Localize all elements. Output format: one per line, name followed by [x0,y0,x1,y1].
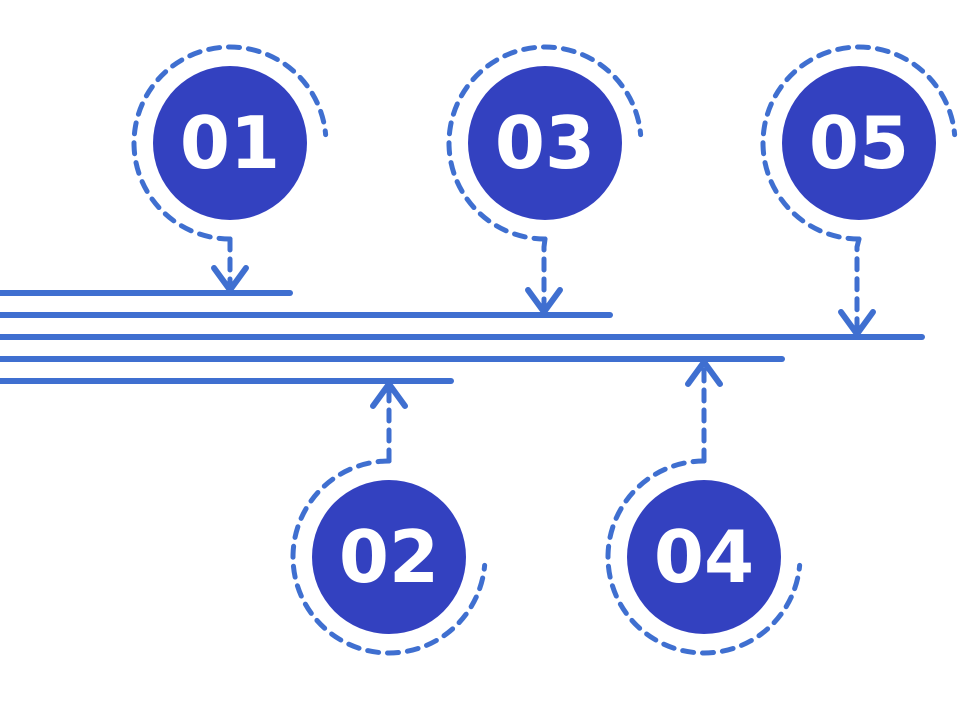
step-number-05: 05 [809,101,909,185]
dashed-ring-01 [131,44,329,242]
step-04: 04 [605,359,803,656]
step-number-01: 01 [180,101,280,185]
step-01: 01 [131,44,329,293]
dashed-ring-04 [605,458,803,656]
step-circle-03 [468,66,622,220]
step-05: 05 [760,44,958,337]
dashed-ring-03 [446,44,644,242]
step-circle-02 [312,480,466,634]
arrowhead-04 [685,359,723,387]
arrowhead-01 [211,265,249,293]
step-03: 03 [446,44,644,315]
dashed-ring-02 [290,458,488,656]
step-circle-01 [153,66,307,220]
step-number-04: 04 [654,515,754,599]
step-02: 02 [290,381,488,656]
dashed-ring-05 [760,44,958,242]
step-circle-05 [782,66,936,220]
connector-03 [541,236,548,312]
step-circle-04 [627,480,781,634]
arrowhead-02 [370,381,408,409]
connector-05 [854,236,862,334]
arrowhead-03 [525,287,563,315]
arrowhead-05 [838,309,876,337]
step-number-02: 02 [339,515,439,599]
step-number-03: 03 [495,101,595,185]
